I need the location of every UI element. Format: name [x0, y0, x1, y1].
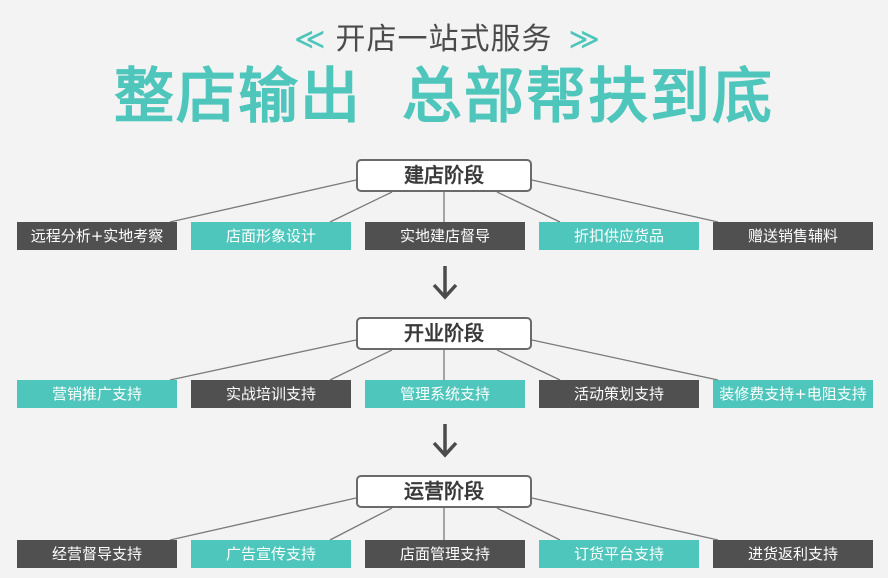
item-marketing-support: 营销推广支持 [17, 380, 177, 408]
connector-line [329, 507, 393, 541]
connector-line [329, 349, 393, 381]
arrow-down-icon [432, 266, 458, 300]
item-remote-analysis: 远程分析+实地考察 [17, 222, 177, 250]
stage-operation: 运营阶段 [356, 475, 532, 508]
item-onsite-supervision: 实地建店督导 [365, 222, 525, 250]
item-advertising-support: 广告宣传支持 [191, 540, 351, 568]
connector-line [531, 339, 719, 381]
item-business-supervision: 经营督导支持 [17, 540, 177, 568]
item-discount-supply: 折扣供应货品 [539, 222, 699, 250]
title-part1: 整店输出 [114, 62, 362, 132]
item-renovation-support: 装修费支持+电阻支持 [713, 380, 873, 408]
connector-line [169, 497, 357, 541]
connector-line [531, 497, 719, 541]
connector-line [169, 339, 357, 381]
item-event-planning: 活动策划支持 [539, 380, 699, 408]
item-purchase-rebate: 进货返利支持 [713, 540, 873, 568]
stage-opening: 开业阶段 [356, 317, 532, 350]
title-part2: 总部帮扶到底 [402, 62, 774, 132]
service-subtitle: ≪开店一站式服务≫ [0, 14, 888, 58]
item-store-management: 店面管理支持 [365, 540, 525, 568]
item-sales-materials: 赠送销售辅料 [713, 222, 873, 250]
arrow-down-icon [432, 424, 458, 458]
subtitle-text: 开店一站式服务 [335, 22, 553, 57]
stage-build: 建店阶段 [356, 159, 532, 192]
item-ordering-platform: 订货平台支持 [539, 540, 699, 568]
connector-line [496, 191, 561, 223]
connector-line [496, 507, 561, 541]
main-title: 整店输出总部帮扶到底 [0, 62, 888, 132]
item-management-system: 管理系统支持 [365, 380, 525, 408]
connector-line [329, 191, 393, 223]
connector-line [531, 179, 719, 223]
item-training-support: 实战培训支持 [191, 380, 351, 408]
item-store-design: 店面形象设计 [191, 222, 351, 250]
connector-line [496, 349, 561, 381]
connector-line [169, 179, 357, 223]
